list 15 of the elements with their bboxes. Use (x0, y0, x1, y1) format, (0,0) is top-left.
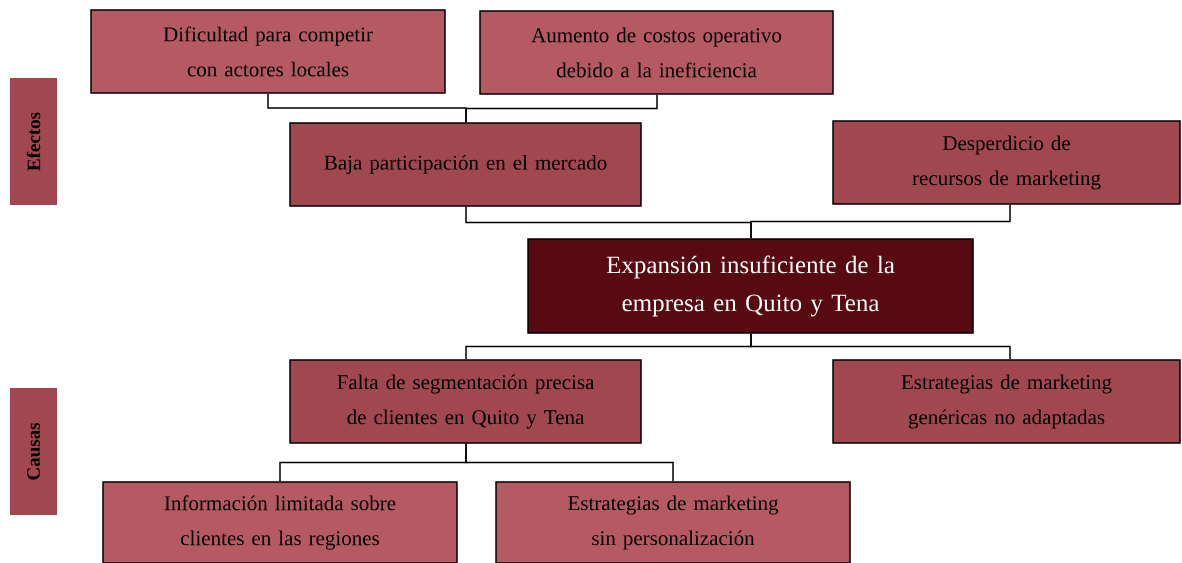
connector-line (750, 204, 1011, 239)
tree-box: Estrategias de marketing sin personalización (495, 481, 851, 563)
tree-box: Desperdicio de recursos de marketing (832, 120, 1181, 205)
tree-box: Información limitada sobre clientes en las regiones (102, 481, 458, 563)
section-label: Efectos (10, 78, 57, 205)
section-label: Causas (10, 388, 57, 515)
tree-box: Falta de segmentación precisa de clientes en Quito y Tena (289, 359, 642, 444)
tree-box: Aumento de costos operativo debido a la ineficiencia (479, 10, 834, 95)
tree-box: Estrategias de marketing genéricas no adaptadas (832, 359, 1181, 444)
connector-line (465, 443, 674, 482)
connector-line (465, 94, 658, 123)
tree-box: Baja participación en el mercado (289, 122, 642, 207)
connector-line (750, 333, 1011, 360)
problem-box: Expansión insuficiente de la empresa en Quito y Tena (527, 238, 974, 334)
tree-box: Dificultad para competir con actores locales (90, 9, 446, 94)
